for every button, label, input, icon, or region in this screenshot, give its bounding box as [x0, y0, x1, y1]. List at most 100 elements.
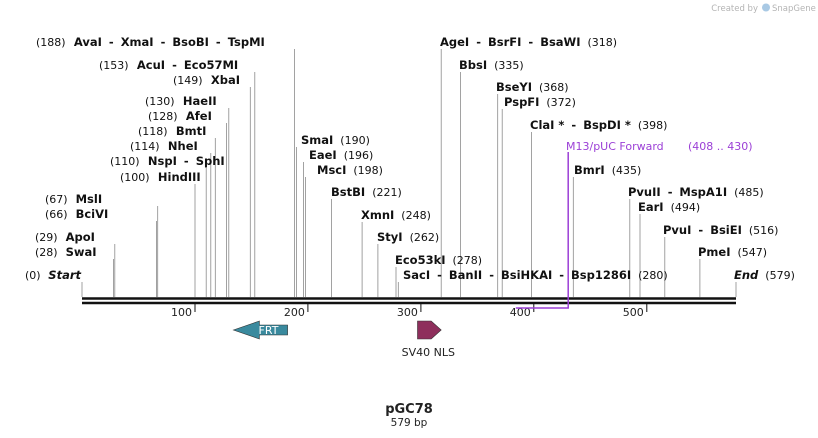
- site-label-100[interactable]: (100) HindIII: [120, 170, 201, 184]
- site-label-110[interactable]: (110)NspI-SphI: [110, 154, 225, 168]
- enzyme-banii: BanII: [449, 268, 482, 282]
- enzyme-swai: SwaI: [66, 245, 97, 259]
- enzyme-sphi: SphI: [196, 154, 225, 168]
- site-label-516[interactable]: PvuI-BsiEI(516): [663, 223, 778, 237]
- site-position: (198): [353, 164, 383, 177]
- site-label-435[interactable]: BmrI(435): [574, 163, 641, 177]
- feature-frt[interactable]: FRT: [232, 320, 288, 340]
- enzyme-haeii: HaeII: [183, 94, 217, 108]
- ruler-tick-label: 300: [397, 306, 418, 319]
- site-label-28[interactable]: (28) SwaI: [35, 245, 97, 259]
- enzyme-xmai: XmaI: [121, 35, 154, 49]
- site-label-196[interactable]: EaeI(196): [309, 148, 373, 162]
- site-label-494[interactable]: EarI(494): [638, 200, 700, 214]
- enzyme-acui: AcuI: [137, 58, 165, 72]
- enzyme-clai: ClaI *: [530, 118, 564, 132]
- site-label-579[interactable]: End (579): [734, 268, 795, 282]
- separator-dash: -: [437, 268, 442, 282]
- separator-dash: -: [489, 268, 494, 282]
- enzyme-avai: AvaI: [74, 35, 102, 49]
- site-label-128[interactable]: (128) AfeI: [148, 109, 212, 123]
- site-position: (188): [36, 36, 66, 49]
- enzyme-afei: AfeI: [186, 109, 212, 123]
- site-position: (372): [546, 96, 576, 109]
- enzyme-bsawi: BsaWI: [540, 35, 580, 49]
- site-position: (516): [749, 224, 779, 237]
- site-label-221[interactable]: BstBI(221): [331, 185, 402, 199]
- enzyme-agei: AgeI: [440, 35, 469, 49]
- site-position: (196): [344, 149, 374, 162]
- site-position: (248): [401, 209, 431, 222]
- primer-m13-puc-forward[interactable]: M13/pUC Forward (408 .. 430): [515, 140, 753, 309]
- site-position: (190): [340, 134, 370, 147]
- primer-label: M13/pUC Forward: [566, 140, 664, 153]
- site-label-318[interactable]: AgeI-BsrFI-BsaWI(318): [440, 35, 617, 49]
- site-label-149[interactable]: (149)XbaI: [173, 73, 240, 87]
- enzyme-hindiii: HindIII: [158, 170, 201, 184]
- enzyme-bbsi: BbsI: [459, 58, 487, 72]
- site-position: (100): [120, 171, 150, 184]
- feature-sv40-nls[interactable]: SV40 NLS: [402, 320, 455, 359]
- site-label-66[interactable]: (66)BciVI: [45, 207, 108, 221]
- enzyme-bmti: BmtI: [176, 124, 207, 138]
- site-label-248[interactable]: XmnI (248): [361, 208, 431, 222]
- site-label-118[interactable]: (118)BmtI: [138, 124, 206, 138]
- site-label-188[interactable]: (188)AvaI-XmaI-BsoBI-TspMI: [36, 35, 265, 49]
- enzyme-bspdi: BspDI *: [583, 118, 631, 132]
- enzyme-xmni: XmnI: [361, 208, 394, 222]
- enzyme-mspa1i: MspA1I: [679, 185, 727, 199]
- separator-dash: -: [476, 35, 481, 49]
- site-label-130[interactable]: (130)HaeII: [145, 94, 217, 108]
- separator-dash: -: [668, 185, 673, 199]
- feature-label: FRT: [259, 324, 279, 337]
- site-label-67[interactable]: (67)MslI: [45, 192, 102, 206]
- site-label-114[interactable]: (114) NheI: [130, 139, 198, 153]
- enzyme-saci: SacI: [403, 268, 430, 282]
- plasmid-length: 579 bp: [391, 417, 428, 429]
- site-position: (547): [738, 246, 768, 259]
- enzyme-nhei: NheI: [168, 139, 198, 153]
- ruler-tick-label: 200: [284, 306, 305, 319]
- separator-dash: -: [109, 35, 114, 49]
- enzyme-styi: StyI: [377, 230, 403, 244]
- enzyme-msli: MslI: [76, 192, 103, 206]
- primer-arrow: [515, 152, 569, 309]
- enzyme-eco53ki: Eco53kI: [395, 253, 446, 267]
- site-label-190[interactable]: SmaI(190): [301, 133, 370, 147]
- enzyme-msci: MscI: [317, 163, 346, 177]
- enzyme-tspmi: TspMI: [228, 35, 265, 49]
- separator-dash: -: [184, 154, 189, 168]
- site-position: (485): [734, 186, 764, 199]
- enzyme-pspfi: PspFI: [504, 95, 539, 109]
- site-position: (579): [765, 269, 795, 282]
- site-label-368[interactable]: BseYI(368): [496, 80, 569, 94]
- site-label-198[interactable]: MscI (198): [317, 163, 383, 177]
- site-label-29[interactable]: (29)ApoI: [35, 230, 95, 244]
- primer-range: (408 .. 430): [688, 140, 753, 153]
- feature-track: FRT SV40 NLS: [232, 320, 455, 359]
- site-label-153[interactable]: (153)AcuI-Eco57MI: [99, 58, 238, 72]
- separator-dash: -: [528, 35, 533, 49]
- separator-dash: -: [216, 35, 221, 49]
- site-label-0[interactable]: (0)Start: [25, 268, 82, 282]
- feature-arrow: [232, 320, 288, 340]
- site-position: (128): [148, 110, 178, 123]
- site-labels: (0)Start (28) SwaI(29)ApoI (66)BciVI(67)Msl…: [25, 35, 795, 282]
- site-label-398[interactable]: ClaI *-BspDI *(398): [530, 118, 667, 132]
- site-position: (435): [612, 164, 642, 177]
- site-label-547[interactable]: PmeI(547): [698, 245, 767, 259]
- enzyme-bcivi: BciVI: [76, 207, 109, 221]
- site-label-372[interactable]: PspFI (372): [504, 95, 576, 109]
- site-position: (28): [35, 246, 58, 259]
- feature-label: SV40 NLS: [402, 346, 455, 359]
- enzyme-bsp1286i: Bsp1286I: [571, 268, 631, 282]
- site-label-335[interactable]: BbsI(335): [459, 58, 524, 72]
- site-label-280[interactable]: SacI-BanII-BsiHKAI-Bsp1286I(280): [403, 268, 668, 282]
- site-label-262[interactable]: StyI(262): [377, 230, 439, 244]
- site-label-485[interactable]: PvuII-MspA1I(485): [628, 185, 764, 199]
- site-label-278[interactable]: Eco53kI(278): [395, 253, 482, 267]
- enzyme-bsobi: BsoBI: [172, 35, 209, 49]
- site-position: (114): [130, 140, 160, 153]
- map-end-label: End: [734, 268, 759, 282]
